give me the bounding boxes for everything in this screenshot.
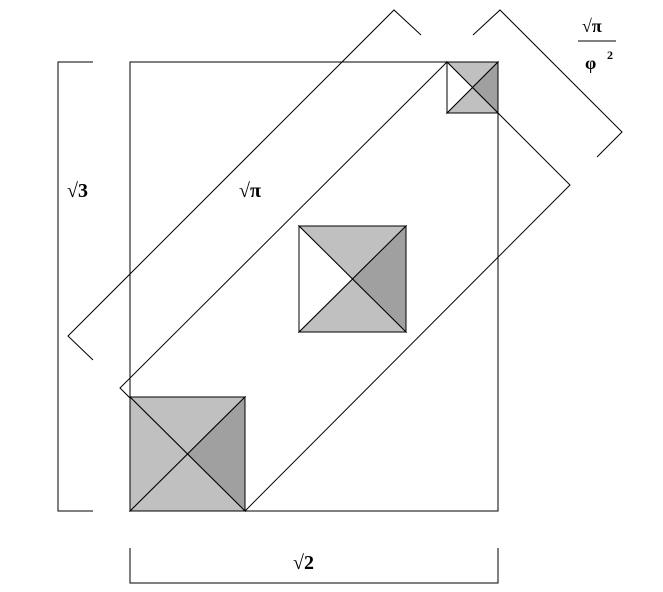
diagonal-label: √π — [239, 180, 261, 202]
pyramid-bottom-left — [128, 395, 247, 513]
pyramid-small-top-right — [445, 60, 500, 115]
outer-band-right — [472, 9, 623, 158]
ratio-exponent-label: 2 — [607, 48, 613, 62]
pyramid-center — [297, 224, 408, 334]
width-label: √2 — [293, 552, 314, 574]
inner-band — [119, 61, 448, 399]
height-bracket — [57, 61, 93, 512]
ratio-denominator-label: φ — [585, 53, 596, 73]
main-rectangle — [129, 61, 499, 512]
ratio-numerator-label: √π — [582, 16, 602, 36]
width-bracket — [129, 548, 499, 584]
inner-band-right — [244, 112, 571, 512]
outer-band — [67, 9, 422, 361]
height-label: √3 — [67, 180, 88, 202]
